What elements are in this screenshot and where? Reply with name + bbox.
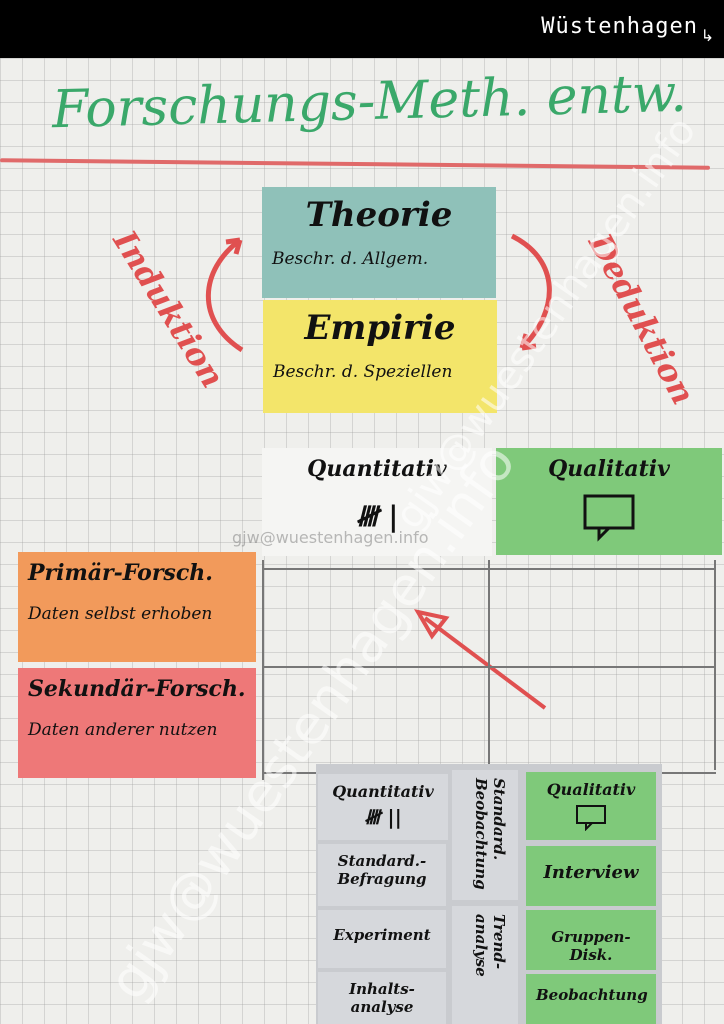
grid-line-center <box>262 666 716 668</box>
qualitativ-heading: Qualitativ <box>548 456 670 482</box>
empirie-sub: Beschr. d. Speziellen <box>273 362 453 382</box>
theorie-heading: Theorie <box>305 195 453 235</box>
grid-line-top <box>262 568 716 570</box>
note-experiment: Experiment <box>318 910 446 968</box>
sekundaer-heading: Sekundär-Forsch. <box>28 676 246 702</box>
note-qualitativ: Qualitativ <box>496 448 722 555</box>
grid-line-right <box>714 560 716 770</box>
note-qualitativ-small: Qualitativ <box>526 772 656 840</box>
primaer-heading: Primär-Forsch. <box>28 560 213 586</box>
note-empirie: Empirie Beschr. d. Speziellen <box>263 300 497 413</box>
note-quantitativ-small: Quantitativ 𝍸 || <box>318 774 448 840</box>
primaer-sub: Daten selbst erhoben <box>28 604 213 624</box>
note-beobachtung: Beobachtung <box>526 974 656 1024</box>
note-trendanalyse: Trend- analyse <box>452 906 518 1024</box>
note-theorie: Theorie Beschr. d. Allgem. <box>262 187 496 298</box>
brand-logo: Wüstenhagen <box>541 14 698 39</box>
speech-bubble-icon <box>583 494 635 542</box>
header-bar: Wüstenhagen ↳ <box>0 0 724 58</box>
note-inhaltsanalyse: Inhalts- analyse <box>318 972 446 1024</box>
empirie-heading: Empirie <box>304 308 456 348</box>
speech-bubble-small-icon <box>576 805 606 832</box>
note-standard-beobachtung: Standard. Beobachtung <box>452 770 518 900</box>
note-interview: Interview <box>526 846 656 906</box>
note-sekundaer-forschung: Sekundär-Forsch. Daten anderer nutzen <box>18 668 256 778</box>
note-gruppen-disk: Gruppen-Disk. <box>526 910 656 970</box>
sekundaer-sub: Daten anderer nutzen <box>28 720 218 740</box>
tally-small-icon: 𝍸 || <box>364 805 402 830</box>
theorie-sub: Beschr. d. Allgem. <box>272 249 429 269</box>
note-quantitativ: Quantitativ 𝍸 | <box>262 448 492 556</box>
watermark-3: gjw@wuestenhagen.info <box>232 528 429 547</box>
quantitativ-heading: Quantitativ <box>307 456 447 482</box>
tally-marks-icon: 𝍸 | <box>355 500 399 533</box>
qual-small-heading: Qualitativ <box>546 780 636 799</box>
grid-line-left <box>262 560 264 780</box>
grid-line-middle <box>488 560 490 770</box>
quant-small-heading: Quantitativ <box>332 782 434 801</box>
brand-arrow-icon: ↳ <box>700 26 714 45</box>
note-primaer-forschung: Primär-Forsch. Daten selbst erhoben <box>18 552 256 662</box>
note-standard-befragung: Standard.- Befragung <box>318 844 446 906</box>
